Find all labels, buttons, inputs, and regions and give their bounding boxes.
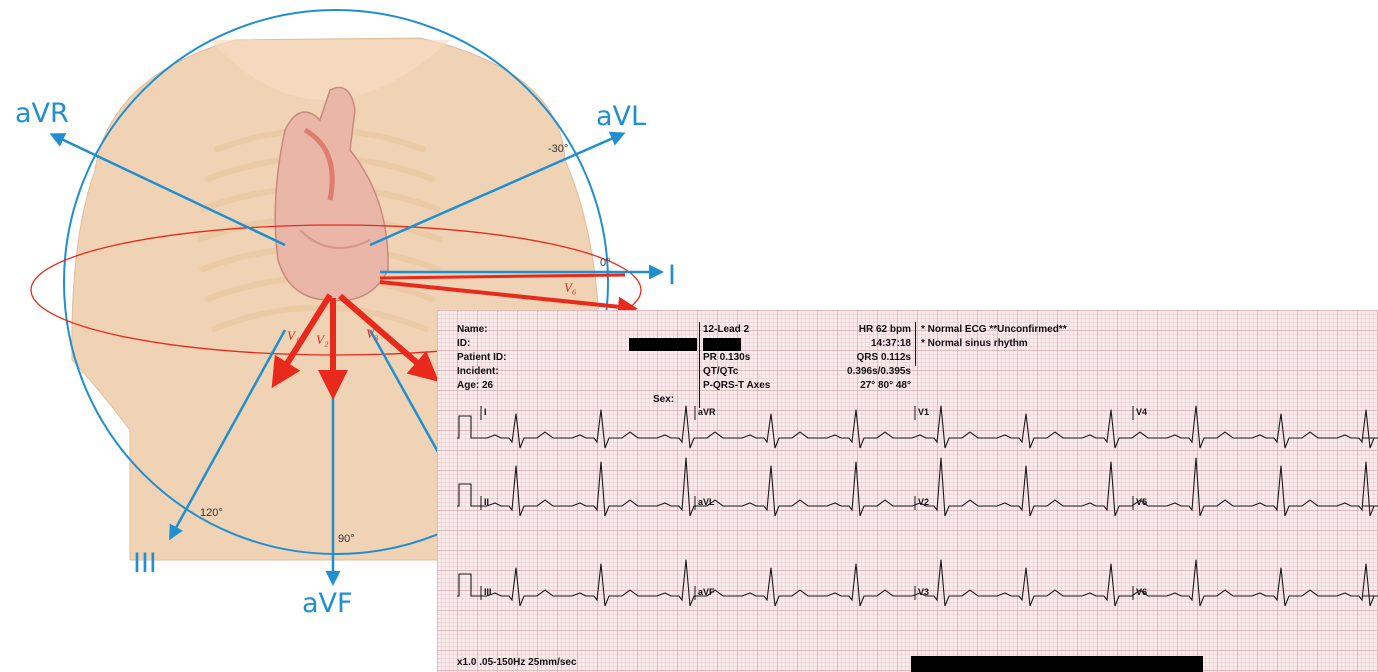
ecg-lead-label: V1 <box>918 407 929 417</box>
ecg-lead-label: I <box>484 407 487 417</box>
lead-label-avl: aVL <box>596 101 646 132</box>
lead-label-i: I <box>668 260 676 291</box>
ecg-lead-label: aVL <box>698 497 715 507</box>
lead-label-avf: aVF <box>302 588 353 619</box>
lead-label-iii: III <box>133 548 157 579</box>
ecg-lead-label: V2 <box>918 497 929 507</box>
ecg-lead-label: aVR <box>698 407 716 417</box>
angle-label-iii: 120° <box>200 507 223 519</box>
ecg-lead-label: aVF <box>698 587 715 597</box>
ecg-lead-label: II <box>484 497 489 507</box>
ecg-trace-row <box>457 458 1378 516</box>
precordial-label-v6: V₆ <box>564 280 576 295</box>
precordial-label-v3: V₃ <box>366 326 378 341</box>
angle-label-avf: 90° <box>338 533 355 545</box>
ecg-lead-label: V5 <box>1136 497 1147 507</box>
ecg-lead-label: V6 <box>1136 587 1147 597</box>
angle-label-i: 0° <box>600 257 611 269</box>
ecg-trace-row <box>457 560 1378 606</box>
ecg-lead-label: III <box>484 587 492 597</box>
lead-label-avr: aVR <box>15 98 69 129</box>
angle-label-avl: -30° <box>548 143 568 155</box>
precordial-label-v1: V₁ <box>287 328 299 343</box>
precordial-label-v2: V₂ <box>316 332 329 347</box>
ecg-printout: Name: ID: Patient ID: Incident: Age: 26 … <box>437 310 1378 672</box>
ecg-lead-label: V4 <box>1136 407 1147 417</box>
ecg-lead-label: V3 <box>918 587 929 597</box>
